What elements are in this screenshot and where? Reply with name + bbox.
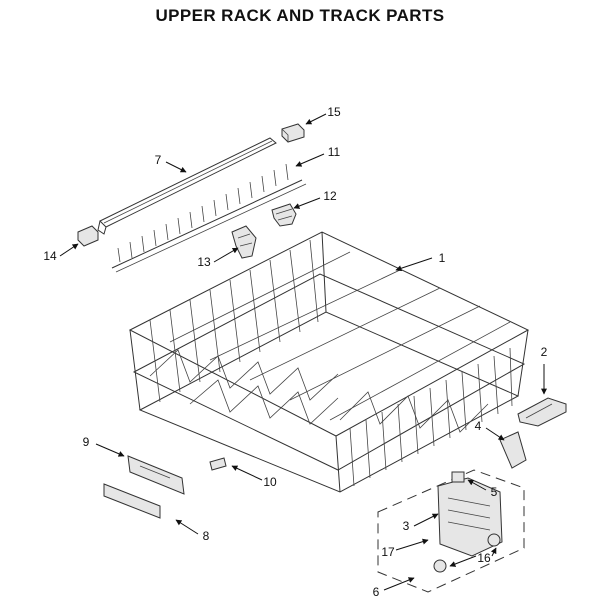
leader-arrow-6 [383,577,415,591]
rail-part-7 [97,137,277,235]
screw-part-10 [209,457,227,471]
bracket-part-9 [127,455,185,495]
end-cap-part-15 [281,123,305,143]
leader-arrow-5 [467,479,487,491]
callout-17: 17 [381,545,395,559]
callout-3: 3 [403,519,410,533]
upper-rack-basket-part-1 [128,231,530,493]
leader-arrow-12 [293,197,321,209]
callout-4: 4 [475,419,482,433]
leader-arrow-13 [213,247,239,263]
callout-5: 5 [491,485,498,499]
callout-8: 8 [203,529,210,543]
leader-arrows [59,113,547,591]
leader-arrow-15 [305,113,327,125]
clip-part-2 [517,397,567,427]
tine-row-part-11 [111,163,307,273]
callout-14: 14 [43,249,57,263]
callout-16: 16 [477,551,491,565]
callout-12: 12 [323,189,337,203]
page-title: UPPER RACK AND TRACK PARTS [155,6,445,25]
end-cap-part-14 [77,225,99,247]
leader-arrow-17 [395,538,429,551]
clip-part-13 [231,225,257,259]
callout-11: 11 [328,145,341,159]
leader-arrow-16b [490,547,497,557]
callout-13: 13 [197,255,211,269]
leader-arrow-4 [485,427,505,441]
callout-6: 6 [373,585,380,599]
callout-9: 9 [83,435,90,449]
clip-part-4 [499,431,527,469]
callout-15: 15 [327,105,341,119]
leader-arrow-14 [59,243,79,257]
callout-7: 7 [155,153,162,167]
leader-arrow-3 [413,513,439,527]
callout-10: 10 [263,475,277,489]
trim-part-8 [103,483,161,519]
leader-arrow-1 [395,257,433,272]
callout-2: 2 [541,345,548,359]
leader-arrow-11 [295,153,325,167]
leader-arrow-9 [95,443,125,457]
leader-arrow-8 [175,519,199,535]
callout-1: 1 [439,251,446,265]
leader-arrow-16a [449,555,477,567]
callout-labels: 1 2 3 4 5 6 7 8 9 10 11 12 13 14 15 16 1… [43,105,547,599]
clip-part-12 [271,203,297,227]
adjuster-assembly-part-6 [377,469,525,593]
leader-arrow-10 [231,465,263,481]
leader-arrow-7 [165,161,187,173]
